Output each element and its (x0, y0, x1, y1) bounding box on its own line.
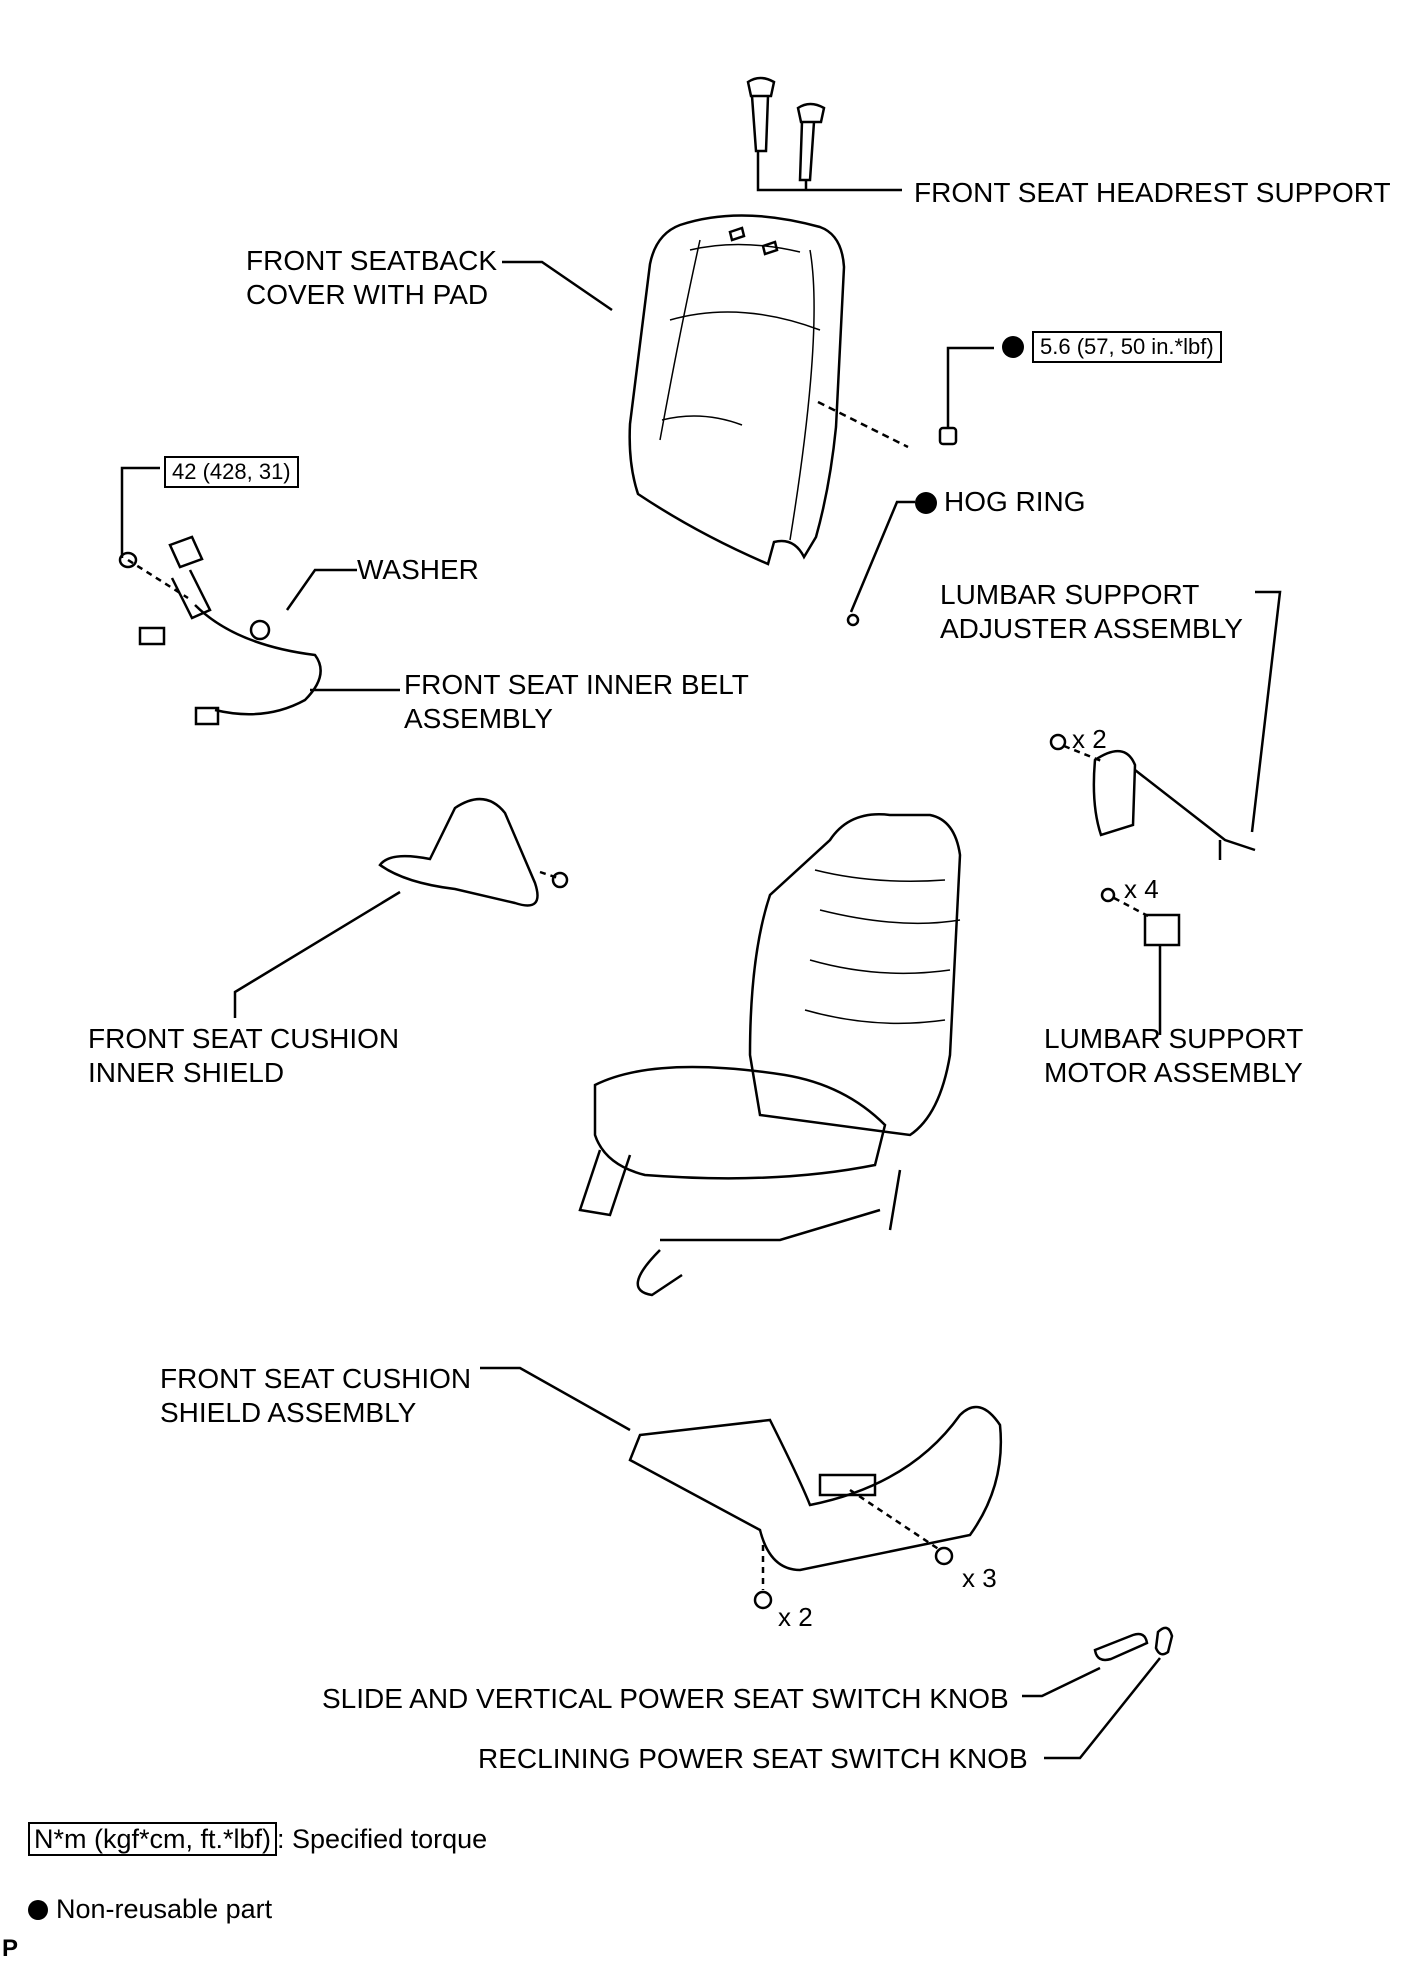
headrest-leader (756, 152, 902, 192)
footer-mark: P (2, 1935, 19, 1962)
non-reusable-dot-icon (915, 492, 937, 514)
cushion-inner-shield-label-line2: INNER SHIELD (88, 1057, 285, 1088)
lumbar-adjuster-label-line1: LUMBAR SUPPORT (940, 579, 1200, 610)
lumbar-motor-drawing (1100, 887, 1181, 947)
shield-clip-qty: x 2 (778, 1602, 813, 1632)
seatback-nut-torque-box: 5.6 (57, 50 in.*lbf) (1032, 331, 1222, 363)
lumbar-motor-label-line1: LUMBAR SUPPORT (1044, 1023, 1304, 1054)
lumbar-motor-screw-qty: x 4 (1124, 874, 1159, 904)
headrest-support-label: FRONT SEAT HEADREST SUPPORT (914, 177, 1391, 208)
inner-belt-drawing (118, 535, 322, 726)
seatback-nut-torque-leader (946, 346, 994, 428)
seatback-nut-leader (817, 400, 909, 449)
lumbar-adjuster-label-line2: ADJUSTER ASSEMBLY (940, 613, 1243, 644)
cushion-inner-shield-leader (233, 890, 401, 1018)
slide-knob-leader (1022, 1666, 1101, 1698)
belt-bolt-torque-box: 42 (428, 31) (164, 456, 299, 488)
legend-torque-unit-box: N*m (kgf*cm, ft.*lbf) (28, 1822, 278, 1856)
legend-non-reusable-text: Non-reusable part (56, 1894, 273, 1924)
inner-belt-label-line2: ASSEMBLY (404, 703, 553, 734)
cushion-shield-label-line1: FRONT SEAT CUSHION (160, 1363, 472, 1394)
non-reusable-dot-icon (28, 1900, 48, 1920)
cushion-shield-leader (480, 1366, 631, 1432)
seatback-cover-label-line1: FRONT SEATBACK (246, 245, 498, 276)
lumbar-motor-label-line2: MOTOR ASSEMBLY (1044, 1057, 1303, 1088)
lumbar-adjuster-screw-qty: x 2 (1072, 724, 1107, 754)
inner-belt-label-line1: FRONT SEAT INNER BELT (404, 669, 749, 700)
lumbar-adjuster-drawing (1049, 733, 1256, 860)
non-reusable-dot-icon (1002, 336, 1024, 358)
seat-frame-drawing (578, 813, 962, 1297)
washer-label: WASHER (357, 554, 479, 585)
reclining-knob-leader (1044, 1657, 1161, 1760)
seatback-cover-label-line2: COVER WITH PAD (246, 279, 489, 310)
shield-screw-qty: x 3 (962, 1563, 997, 1593)
legend-torque-desc: : Specified torque (277, 1824, 488, 1854)
reclining-knob-label: RECLINING POWER SEAT SWITCH KNOB (478, 1743, 1028, 1774)
knobs-drawing (1093, 1626, 1174, 1662)
cushion-shield-drawing (628, 1405, 1003, 1610)
seatback-nut (938, 426, 958, 446)
legend-specified-torque: N*m (kgf*cm, ft.*lbf): Specified torque (28, 1822, 487, 1856)
seatback-cover-drawing (628, 214, 846, 566)
cushion-inner-shield-drawing (378, 798, 569, 907)
headrest-support-drawing (746, 76, 826, 182)
seatback-leader (502, 260, 613, 312)
cushion-shield-label-line2: SHIELD ASSEMBLY (160, 1397, 417, 1428)
belt-bolt-torque-leader (120, 466, 160, 558)
slide-vertical-knob-label: SLIDE AND VERTICAL POWER SEAT SWITCH KNO… (322, 1683, 1009, 1714)
hog-ring-label: HOG RING (944, 486, 1086, 517)
legend-non-reusable: Non-reusable part (28, 1892, 272, 1926)
hog-ring-leader (849, 500, 915, 613)
washer-drawing (249, 619, 271, 641)
cushion-inner-shield-label-line1: FRONT SEAT CUSHION (88, 1023, 400, 1054)
lumbar-adjuster-leader (1250, 590, 1282, 833)
washer-leader (285, 568, 357, 611)
hog-ring-drawing (846, 613, 860, 627)
